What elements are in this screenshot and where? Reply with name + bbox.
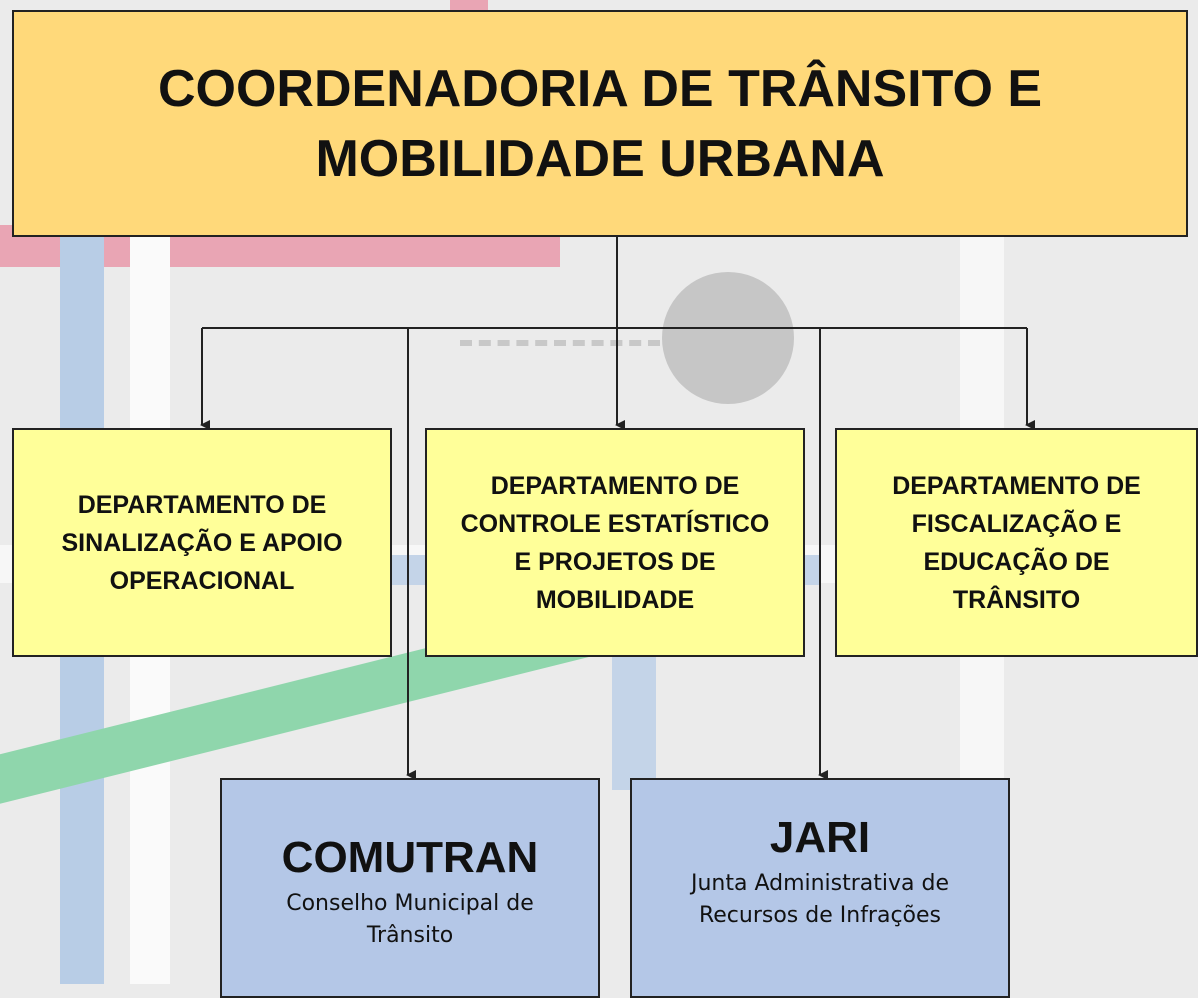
dept-controle-label: DEPARTAMENTO DE CONTROLE ESTATÍSTICO E P… bbox=[460, 471, 770, 614]
comutran-acronym: COMUTRAN bbox=[281, 833, 539, 882]
map-dashed-road bbox=[460, 340, 660, 346]
jari-acronym: JARI bbox=[769, 813, 871, 862]
map-roundabout bbox=[662, 272, 794, 404]
jari-box: JARI Junta Administrativa de Recursos de… bbox=[630, 778, 1010, 998]
dept-controle-box: DEPARTAMENTO DE CONTROLE ESTATÍSTICO E P… bbox=[425, 428, 805, 657]
comutran-name: Conselho Municipal de Trânsito bbox=[286, 891, 534, 948]
dept-fiscalizacao-box: DEPARTAMENTO DE FISCALIZAÇÃO E EDUCAÇÃO … bbox=[835, 428, 1198, 657]
coordenadoria-box: COORDENADORIA DE TRÂNSITO E MOBILIDADE U… bbox=[12, 10, 1188, 237]
jari-name: Junta Administrativa de Recursos de Infr… bbox=[690, 871, 950, 928]
dept-sinalizacao-label: DEPARTAMENTO DE SINALIZAÇÃO E APOIO OPER… bbox=[61, 490, 343, 595]
comutran-box: COMUTRAN Conselho Municipal de Trânsito bbox=[220, 778, 600, 998]
dept-fiscalizacao-label: DEPARTAMENTO DE FISCALIZAÇÃO E EDUCAÇÃO … bbox=[892, 471, 1141, 614]
dept-sinalizacao-box: DEPARTAMENTO DE SINALIZAÇÃO E APOIO OPER… bbox=[12, 428, 392, 657]
coordenadoria-title: COORDENADORIA DE TRÂNSITO E MOBILIDADE U… bbox=[157, 59, 1043, 188]
